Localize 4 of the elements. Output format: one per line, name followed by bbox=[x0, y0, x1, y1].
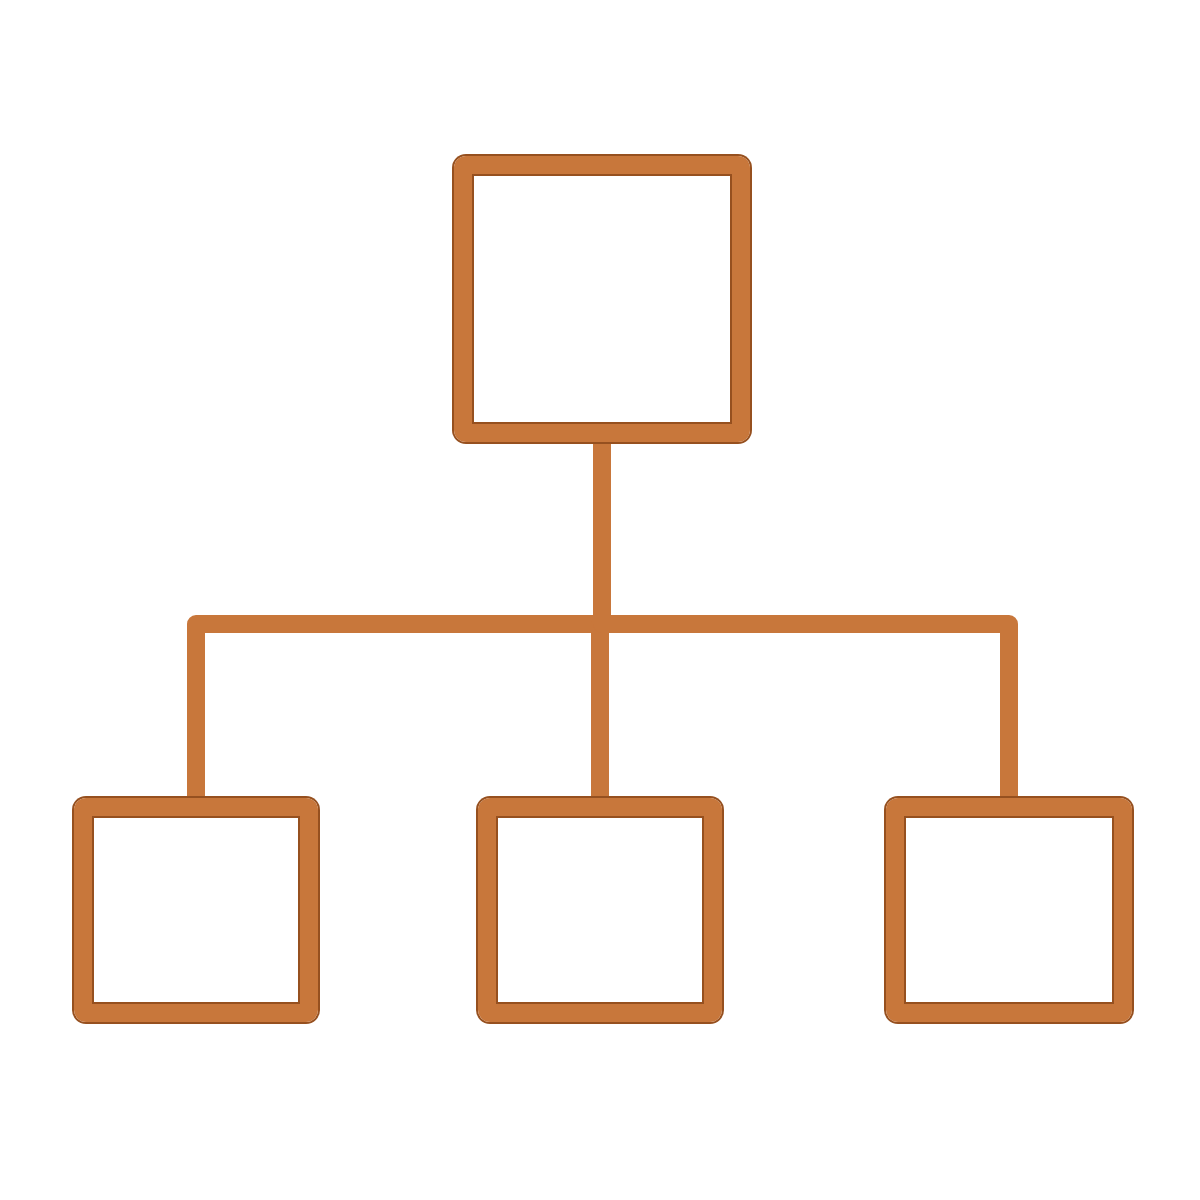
empty-box bbox=[454, 156, 750, 442]
empty-box bbox=[74, 798, 318, 1022]
empty-box bbox=[886, 798, 1132, 1022]
empty-box bbox=[478, 798, 722, 1022]
